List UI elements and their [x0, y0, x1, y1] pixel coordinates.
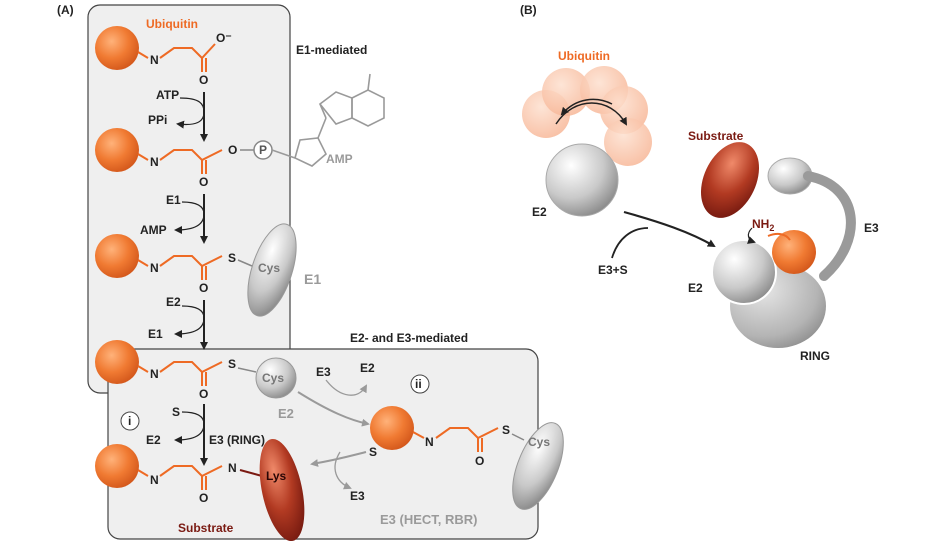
- ubiquitin-sphere: [95, 128, 139, 172]
- n-atom: N: [150, 155, 159, 169]
- e2-sphere-b: [545, 143, 619, 217]
- s-label: S: [369, 445, 377, 459]
- p-label: P: [259, 143, 267, 157]
- e2-released-label-ii: E2: [360, 361, 375, 375]
- e3-label-b: E3: [864, 221, 879, 235]
- amp-label: AMP: [326, 152, 353, 166]
- atp-label: ATP: [156, 88, 179, 102]
- e1-mediated-label: E1-mediated: [296, 43, 367, 57]
- route-i-badge: [120, 411, 140, 431]
- route-ii-label: ii: [415, 377, 422, 391]
- o-atom: O: [199, 175, 208, 189]
- e3-ring-label: E3 (RING): [209, 433, 265, 447]
- o-atom: O: [199, 281, 208, 295]
- e3-linker: [803, 171, 856, 281]
- ubiquitin-sphere: [95, 234, 139, 278]
- e2-label-bound: E2: [688, 281, 703, 295]
- ubiquitin-sphere: [370, 406, 414, 450]
- n-atom: N: [150, 53, 159, 67]
- substrate-label-b: Substrate: [688, 129, 744, 143]
- cys-label: Cys: [262, 371, 284, 385]
- route-i-label: i: [128, 414, 131, 428]
- panel-a-label: (A): [57, 3, 74, 17]
- ubiquitin-label: Ubiquitin: [146, 17, 198, 31]
- n-atom: N: [150, 473, 159, 487]
- o-atom: O: [199, 387, 208, 401]
- ubiquitin-sphere-b: [772, 230, 816, 274]
- o-atom: O: [199, 73, 208, 87]
- row-ubiquitin-amp: N O O P AMP: [95, 73, 385, 189]
- ubiquitin-sphere: [95, 340, 139, 384]
- row-e3-hect-thioester: N O S Cys: [370, 406, 564, 510]
- n-atom: N: [425, 435, 434, 449]
- e3s-label: E3+S: [598, 263, 628, 277]
- e1-enzyme-label: E1: [304, 271, 321, 287]
- s-atom: S: [502, 423, 510, 437]
- ring-label: RING: [800, 349, 830, 363]
- row-e2-thioester: N O S Cys E2: [95, 340, 297, 421]
- e3-label: E3: [316, 365, 331, 379]
- e2-enzyme-label: E2: [278, 406, 294, 421]
- e1-label: E1: [166, 193, 181, 207]
- o-atom: O: [228, 143, 237, 157]
- e1-released-label: E1: [148, 327, 163, 341]
- amp-structure: [271, 73, 385, 167]
- ubiquitin-sphere: [95, 444, 139, 488]
- row-free-ubiquitin: Ubiquitin N O⁻ O: [95, 17, 232, 87]
- e2-e3-mediated-label: E2- and E3-mediated: [350, 331, 468, 345]
- n-atom: N: [228, 461, 237, 475]
- ubiquitin-label-b: Ubiquitin: [558, 49, 610, 63]
- ubiquitin-sphere: [95, 26, 139, 70]
- e2-label-b: E2: [532, 205, 547, 219]
- ubiquitin-flexible-cloud: [522, 66, 652, 166]
- e3-hect-cys-enzyme: [512, 422, 564, 510]
- lys-label: Lys: [266, 469, 287, 483]
- panel-b-label: (B): [520, 3, 537, 17]
- cys-label: Cys: [258, 261, 280, 275]
- s-atom: S: [228, 251, 236, 265]
- e2-sphere-bound: [711, 239, 777, 305]
- row-e1-thioester: N O S Cys E1: [95, 223, 321, 317]
- substrate-label: Substrate: [178, 521, 234, 535]
- s-atom: S: [228, 357, 236, 371]
- o-minus: O⁻: [216, 31, 232, 45]
- cys-label: Cys: [528, 435, 550, 449]
- n-atom: N: [150, 261, 159, 275]
- e2-cys-enzyme: [255, 357, 297, 399]
- e2-label: E2: [166, 295, 181, 309]
- o-atom: O: [475, 454, 484, 468]
- amp-released-label: AMP: [140, 223, 167, 237]
- e1-cys-enzyme: [247, 223, 297, 317]
- o-atom: O: [199, 491, 208, 505]
- n-atom: N: [150, 367, 159, 381]
- e2-released-label: E2: [146, 433, 161, 447]
- substrate-ellipse-b: [700, 142, 760, 218]
- row-substrate-product: N O N Lys Substrate: [95, 438, 305, 542]
- nh2-label: NH2: [752, 217, 774, 233]
- ppi-label: PPi: [148, 113, 167, 127]
- e3-hect-rbr-label: E3 (HECT, RBR): [380, 512, 478, 527]
- e3-released-label: E3: [350, 489, 365, 503]
- s-label: S: [172, 405, 180, 419]
- substrate-lys: [259, 438, 305, 542]
- route-ii-badge: [410, 374, 430, 394]
